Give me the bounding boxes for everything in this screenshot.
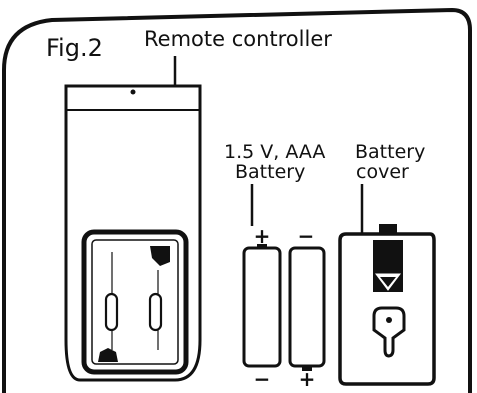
cover-label-line1: Battery — [355, 141, 425, 163]
remote-controller — [64, 84, 202, 382]
aaa-battery-1: + − — [242, 224, 282, 391]
figure-frame — [1, 7, 472, 393]
aaa-battery-2: − + — [288, 224, 326, 391]
remote-controller-label: Remote controller — [144, 27, 332, 51]
battery-compartment — [81, 229, 189, 375]
battery2-body — [288, 246, 326, 368]
battery2-terminal — [302, 366, 312, 371]
battery-compartment-inner — [91, 239, 179, 365]
compartment-contact-right — [148, 292, 163, 332]
figure-label: Fig.2 — [46, 34, 103, 62]
battery-label-line2: Battery — [235, 161, 305, 183]
compartment-contact-left — [104, 292, 119, 332]
cover-latch-arrow-inner — [380, 277, 396, 287]
battery2-bottom-sign: + — [299, 367, 316, 391]
compartment-spring-bottom — [98, 348, 118, 362]
battery2-top-sign: − — [298, 224, 315, 248]
battery1-bottom-sign: − — [254, 367, 271, 391]
cover-label-line2: cover — [356, 161, 409, 183]
cover-keyhole-dot — [386, 317, 392, 323]
compartment-spring-top — [150, 246, 170, 266]
battery1-top-sign: + — [254, 224, 271, 248]
battery-label-line1: 1.5 V, AAA — [224, 141, 325, 163]
battery1-body — [242, 246, 282, 368]
remote-ir-window — [130, 89, 136, 95]
battery-cover — [338, 224, 436, 386]
cover-top-tab — [379, 224, 397, 234]
cover-keyhole — [372, 306, 406, 358]
